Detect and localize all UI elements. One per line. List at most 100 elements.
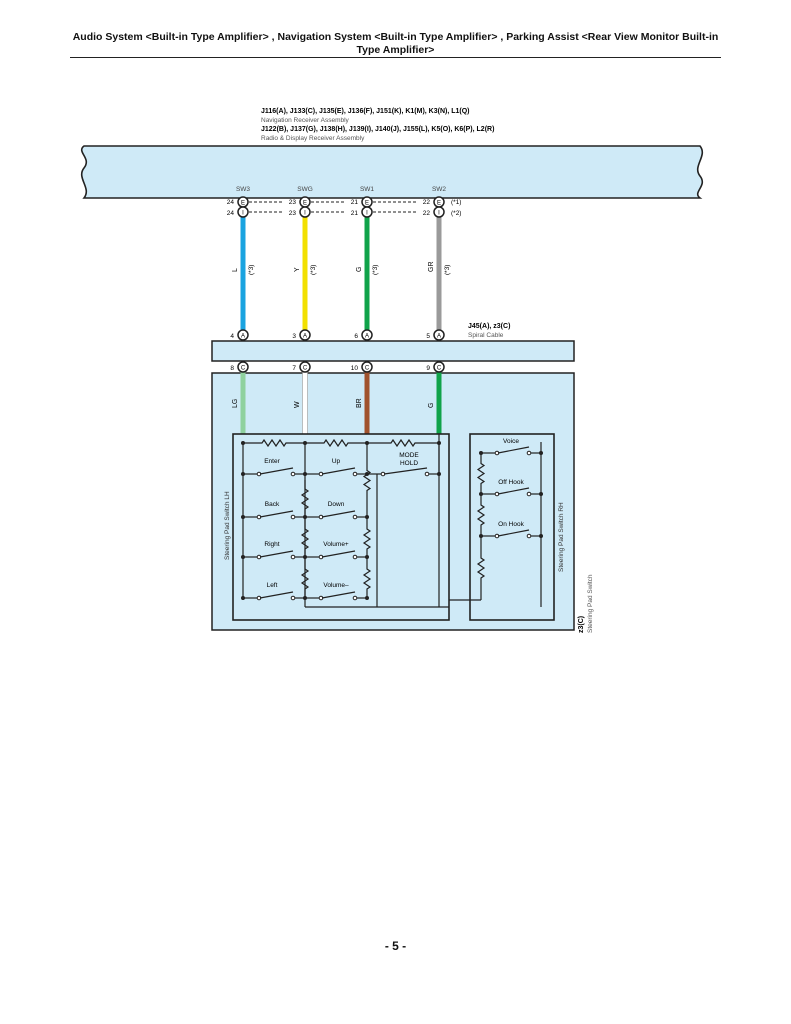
pin-number: 9 [426,365,430,372]
pin-number: 8 [230,365,234,372]
receiver-pin-label: SW2 [432,186,446,193]
pad-pin [361,361,373,373]
pin-number: 22 [423,210,431,217]
pad-wire-label: LG [232,399,239,408]
wire-color-label: GR [428,262,435,273]
note-1: (*1) [451,199,461,206]
pad-pin-letter: C [365,365,370,371]
switch-enter-contact [290,471,296,477]
pin-number: 3 [292,333,296,340]
pin-e-letter: E [303,200,307,206]
pin-number: 24 [227,199,235,206]
switch-label: Volume– [323,582,349,589]
steering-pad-rh-label: Steering Pad Switch RH [558,502,565,572]
switch-label: Enter [264,458,280,465]
pad-pin-letter: C [437,365,442,371]
resistor [243,438,305,448]
pad-pin [237,361,249,373]
pin-i-letter: I [438,210,440,216]
steering-pad-lh-label: Steering Pad Switch LH [224,491,231,560]
resistor [305,438,367,448]
switch-right-blade [259,550,294,558]
switch-enter-blade [259,467,294,475]
pin-i [299,206,311,218]
switch-mode-hold-blade [383,467,428,475]
header-rule [70,57,721,58]
receiver-nav-connectors: J116(A), J133(C), J135(E), J136(F), J151… [261,108,470,115]
pad-pin [433,361,445,373]
steering-pad-switch-box [211,372,575,631]
wire-color-label: Y [294,267,301,272]
switch-voice-blade [497,446,530,454]
spiral-cable-bar [211,340,575,362]
page-header: Audio System <Built-in Type Amplifier> ,… [72,31,719,56]
spiral-pin-letter: A [437,333,441,339]
spiral-cable-name: Spiral Cable [468,332,504,339]
switch-back-contact [290,514,296,520]
pad-wire-label: W [294,401,301,408]
wire-color-label: L [232,268,239,272]
switch-back-blade [259,510,294,518]
switch-onhook-contact [526,533,532,539]
wire-note: (*3) [310,265,317,275]
resistor [476,536,486,600]
pad-pin-letter: C [303,365,308,371]
pin-number: 24 [227,210,235,217]
pin-number: 7 [292,365,296,372]
pad-wire-label: G [428,403,435,408]
receiver-pin-label: SW1 [360,186,374,193]
switch-offhook-contact [526,491,532,497]
resistor [362,518,372,560]
pin-e-letter: E [437,200,441,206]
switch-label: Left [267,582,278,589]
switch-volume-contact [352,554,358,560]
pin-number: 21 [351,210,359,217]
resistor [476,494,486,536]
switch-left-contact [290,595,296,601]
pin-number: 4 [230,333,234,340]
pin-number: 22 [423,199,431,206]
switch-label: Voice [503,438,519,445]
pin-number: 23 [289,199,297,206]
switch-down-contact [352,514,358,520]
wire-note: (*3) [372,265,379,275]
switch-mode-hold-contact [424,471,430,477]
switch-volume-contact [352,595,358,601]
spiral-pin [361,329,373,341]
receiver-pin-label: SWG [297,186,313,193]
steering-pad-rh-box [469,433,555,621]
pin-i [361,206,373,218]
switch-label: Back [265,501,280,508]
spiral-cable-connectors: J45(A), z3(C) [468,323,510,330]
pin-i-letter: I [366,210,368,216]
pad-pin [299,361,311,373]
spiral-pin-letter: A [365,333,369,339]
wire-note: (*3) [248,265,255,275]
switch-right-contact [290,554,296,560]
resistor [300,480,310,518]
resistor [367,438,439,448]
switch-down-blade [321,510,356,518]
switch-label: Volume+ [323,541,349,548]
switch-label: Down [328,501,345,508]
switch-label: Right [264,541,279,548]
switch-label: Off Hook [498,479,524,486]
steering-pad-connector: z3(C) [578,616,585,633]
pin-i [433,206,445,218]
switch-left-blade [259,591,294,599]
steering-pad-name: Steering Pad Switch [587,574,594,633]
pin-number: 23 [289,210,297,217]
receiver-radio-connectors: J122(B), J137(G), J138(H), J139(I), J140… [261,126,494,133]
resistor [362,560,372,598]
pin-number: 21 [351,199,359,206]
pin-number: 10 [351,365,359,372]
pin-i [237,206,249,218]
resistor [362,443,372,518]
spiral-pin [237,329,249,341]
switch-up-blade [321,467,356,475]
receiver-pin-label: SW3 [236,186,250,193]
spiral-pin-letter: A [303,333,307,339]
switch-onhook-blade [497,529,530,537]
